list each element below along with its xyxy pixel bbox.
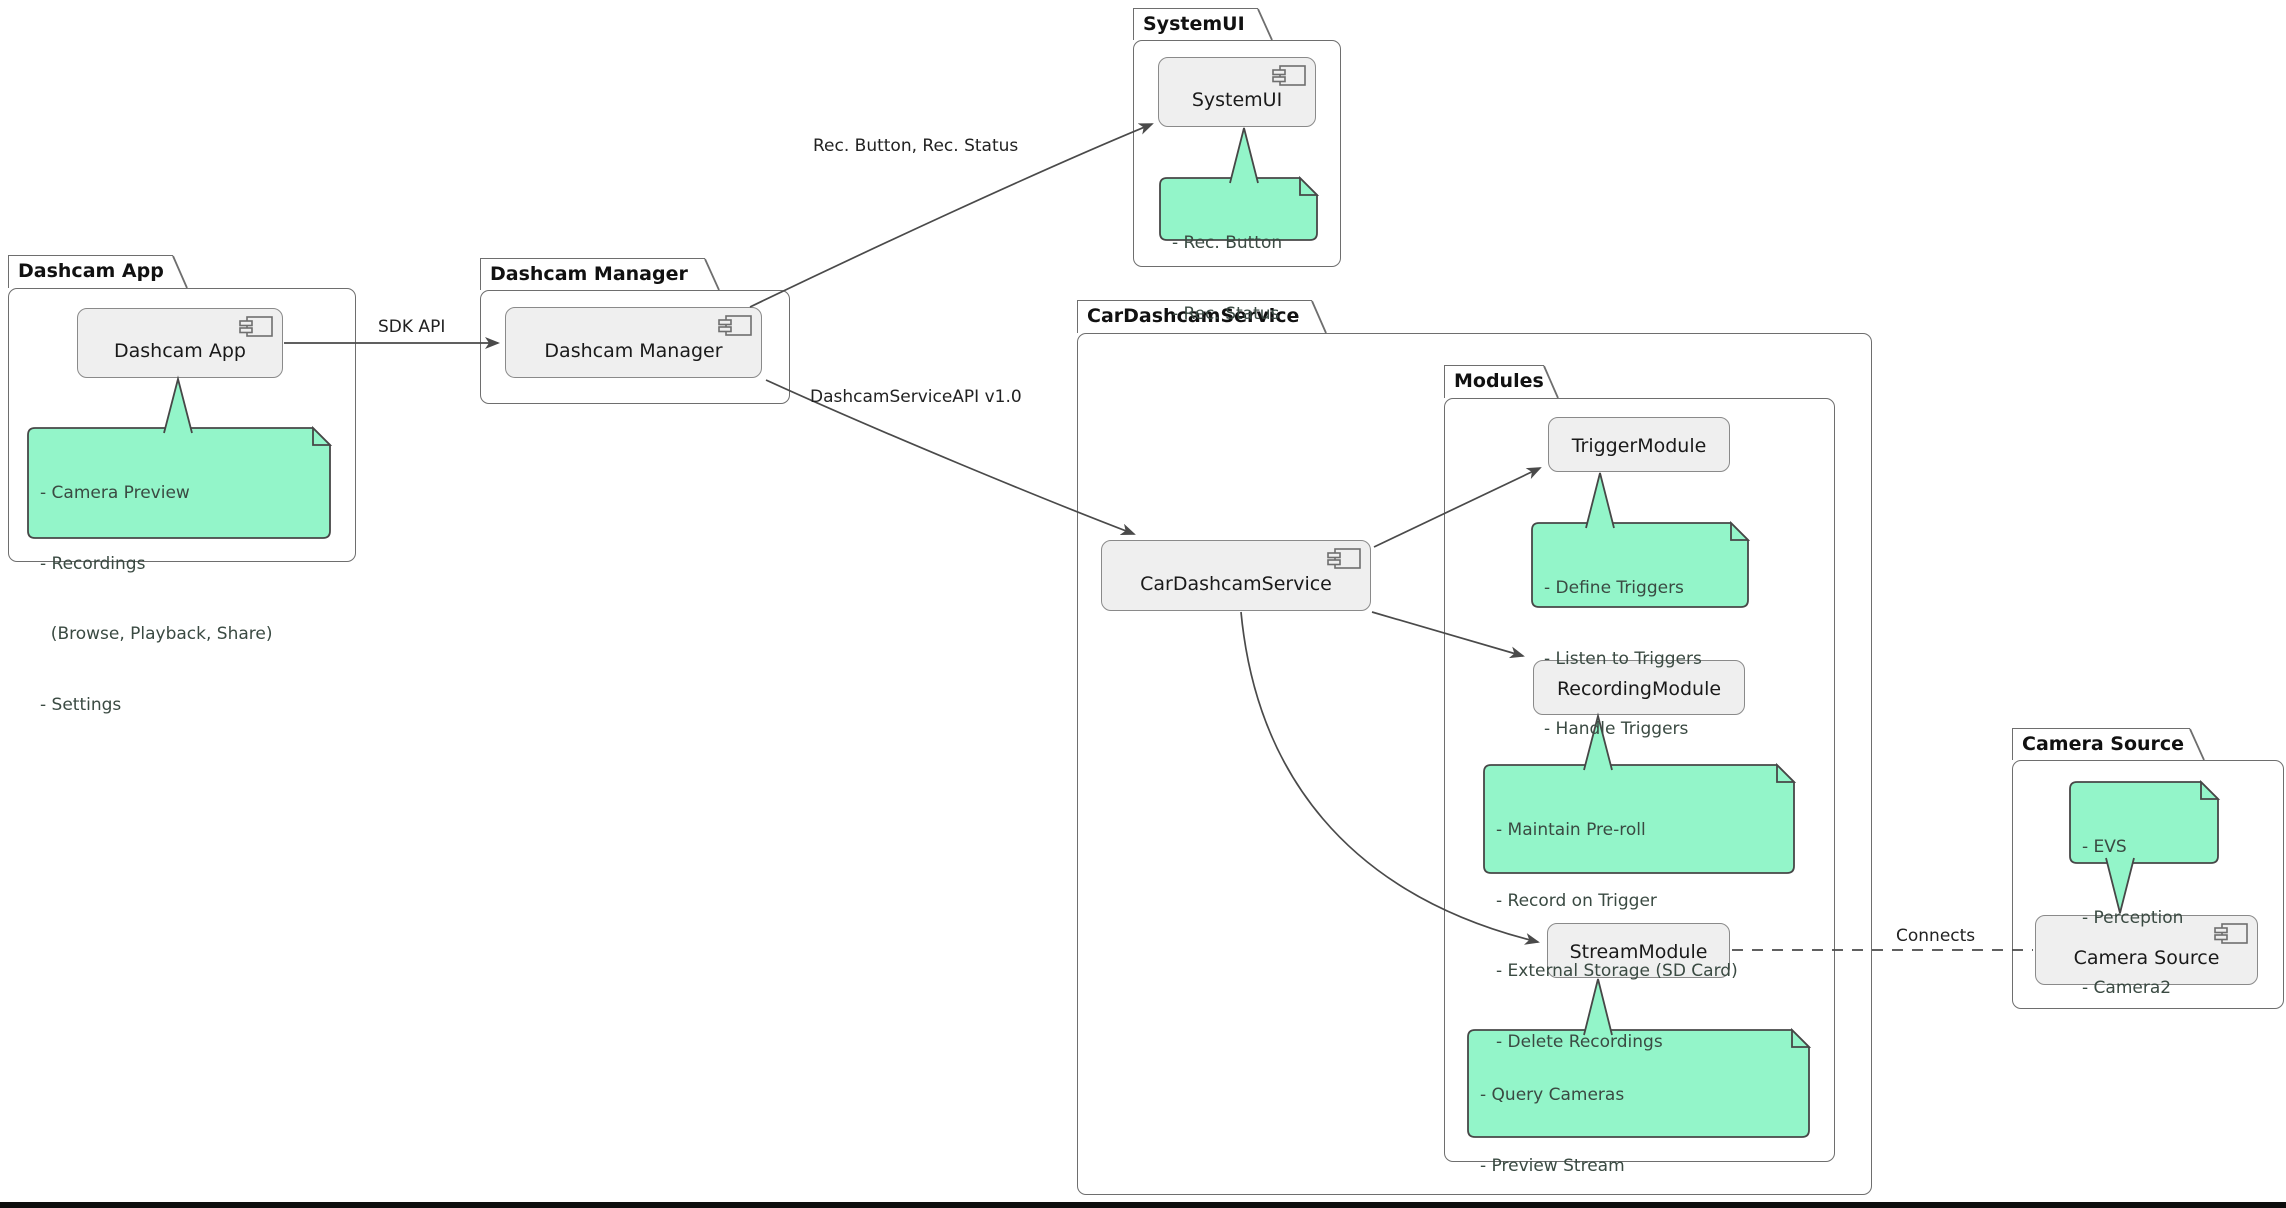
component-label: Camera Source (2073, 947, 2220, 969)
bottom-edge-bar (0, 1202, 2286, 1208)
package-label: Modules (1454, 370, 1544, 392)
note-line: - Rec. Status (1172, 303, 1280, 324)
component-icon (2214, 923, 2248, 944)
package-tab-modules: Modules (1444, 365, 1544, 398)
edge-label-sdk-api: SDK API (378, 317, 446, 337)
note-line: - Perception (2082, 907, 2184, 928)
note-line: (Browse, Playback, Share) (40, 624, 273, 644)
component-dashcam-app: Dashcam App (77, 308, 283, 378)
note-line: - Define Triggers (1544, 578, 1684, 598)
note-line: - Camera Preview (40, 483, 190, 503)
note-text-stream-module: - Query Cameras - Preview Stream - Snaps… (1480, 1037, 1752, 1208)
package-label: Dashcam Manager (490, 263, 688, 285)
component-icon (1327, 548, 1361, 569)
package-label: Camera Source (2022, 733, 2185, 755)
component-recording-module: RecordingModule (1533, 660, 1745, 715)
note-line: - Settings (40, 694, 122, 715)
package-tab-dashcam-manager: Dashcam Manager (480, 258, 705, 290)
note-line: - Preview Stream (1480, 1155, 1625, 1176)
note-line: - External Storage (SD Card) (1496, 961, 1738, 981)
package-tab-systemui: SystemUI (1133, 8, 1258, 40)
note-line: - Rec. Button (1172, 233, 1283, 253)
component-icon (239, 316, 273, 337)
component-label: SystemUI (1191, 89, 1283, 111)
note-text-systemui: - Rec. Button - Rec. Status (1172, 185, 1282, 373)
note-text-dashcam-app: - Camera Preview - Recordings (Browse, P… (40, 435, 273, 764)
component-systemui: SystemUI (1158, 57, 1316, 127)
edge-label-connects: Connects (1896, 926, 1976, 946)
component-icon (718, 315, 752, 336)
edge-label-rec-ui: Rec. Button, Rec. Status (813, 136, 1019, 156)
note-line: - Maintain Pre-roll (1496, 820, 1646, 840)
package-label: CarDashcamService (1087, 305, 1300, 327)
note-line: - Camera2 (2082, 978, 2172, 998)
package-tab-dashcam-app: Dashcam App (8, 255, 173, 288)
component-label: TriggerModule (1571, 434, 1707, 457)
note-line: - EVS (2082, 837, 2127, 857)
component-label: StreamModule (1569, 940, 1708, 963)
note-text-camera-source: - EVS - Perception - Camera2 (2082, 789, 2183, 1048)
note-line: - Recordings (40, 553, 146, 574)
note-line: - Handle Triggers (1544, 719, 1689, 739)
component-camera-source: Camera Source (2035, 915, 2258, 985)
component-label: Dashcam App (114, 340, 246, 362)
note-line: - Listen to Triggers (1544, 648, 1702, 669)
component-label: Dashcam Manager (544, 339, 723, 362)
component-stream-module: StreamModule (1547, 923, 1730, 978)
note-line: - Record on Trigger (1496, 890, 1657, 911)
component-label: CarDashcamService (1140, 572, 1332, 595)
component-car-dashcam-service: CarDashcamService (1101, 540, 1371, 611)
edge-label-service-api: DashcamServiceAPI v1.0 (810, 387, 1022, 407)
package-tab-camera-source: Camera Source (2012, 728, 2190, 760)
component-label: RecordingModule (1556, 677, 1722, 700)
component-dashcam-manager: Dashcam Manager (505, 307, 762, 378)
component-icon (1272, 65, 1306, 86)
note-text-trigger-module: - Define Triggers - Listen to Triggers -… (1544, 530, 1702, 789)
package-label: Dashcam App (18, 260, 164, 282)
component-trigger-module: TriggerModule (1548, 417, 1730, 472)
note-line: - Query Cameras (1480, 1085, 1625, 1105)
package-label: SystemUI (1143, 13, 1245, 35)
